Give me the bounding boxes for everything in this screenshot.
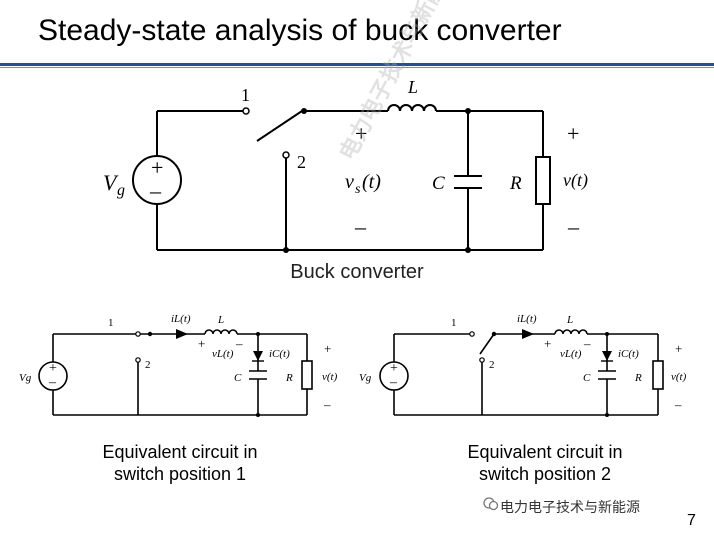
svg-text:iC(t): iC(t) [618,348,639,360]
svg-text:L: L [217,314,224,326]
svg-text:1: 1 [241,85,250,105]
svg-text:(t): (t) [362,171,381,193]
svg-text:V: V [103,170,119,195]
svg-text:–: – [674,397,682,412]
eq1-caption: Equivalent circuit in switch position 1 [102,442,258,484]
svg-text:s: s [355,182,361,197]
svg-text:Vg: Vg [359,372,372,384]
svg-text:+: + [544,336,551,351]
svg-text:+: + [151,155,163,180]
svg-text:v(t): v(t) [322,371,338,383]
svg-text:–: – [567,214,580,239]
svg-text:L: L [407,77,418,97]
svg-text:v: v [345,171,354,193]
svg-text:C: C [234,372,242,384]
svg-text:+: + [324,341,331,356]
svg-text:iC(t): iC(t) [269,348,290,360]
voltage-source-icon [132,155,182,205]
svg-text:–: – [235,336,243,351]
svg-text:g: g [117,182,125,199]
svg-text:+: + [355,121,367,146]
svg-text:C: C [432,173,445,194]
slide-title: Steady-state analysis of buck converter [38,14,562,47]
svg-text:2: 2 [489,359,495,371]
svg-text:+: + [675,341,682,356]
title-rule-shadow [0,67,714,68]
main-caption: Buck converter [290,261,424,283]
svg-text:vL(t): vL(t) [560,348,582,360]
svg-text:–: – [389,375,398,390]
svg-text:Vg: Vg [19,372,32,384]
svg-text:–: – [583,336,591,351]
svg-text:vL(t): vL(t) [212,348,234,360]
svg-text:–: – [48,375,57,390]
svg-text:R: R [285,372,293,384]
svg-text:–: – [354,214,367,239]
wechat-icon [483,497,499,511]
title-rule [0,63,714,66]
page-number: 7 [687,512,696,529]
svg-text:+: + [49,361,57,376]
svg-text:v(t): v(t) [563,170,588,191]
svg-text:iL(t): iL(t) [517,313,537,325]
svg-text:iL(t): iL(t) [171,313,191,325]
svg-text:C: C [583,372,591,384]
svg-text:–: – [323,397,331,412]
svg-text:+: + [390,361,398,376]
svg-text:R: R [634,372,642,384]
svg-text:+: + [198,336,205,351]
svg-text:+: + [567,121,579,146]
svg-text:1: 1 [451,317,457,329]
svg-text:2: 2 [145,359,151,371]
svg-text:R: R [509,173,522,194]
svg-text:2: 2 [297,152,306,172]
svg-text:1: 1 [108,317,114,329]
eq2-caption: Equivalent circuit in switch position 2 [467,442,623,484]
brand-label: 电力电子技术与新能源 [500,500,640,516]
svg-text:L: L [566,314,573,326]
svg-text:v(t): v(t) [671,371,687,383]
svg-text:–: – [149,178,162,203]
